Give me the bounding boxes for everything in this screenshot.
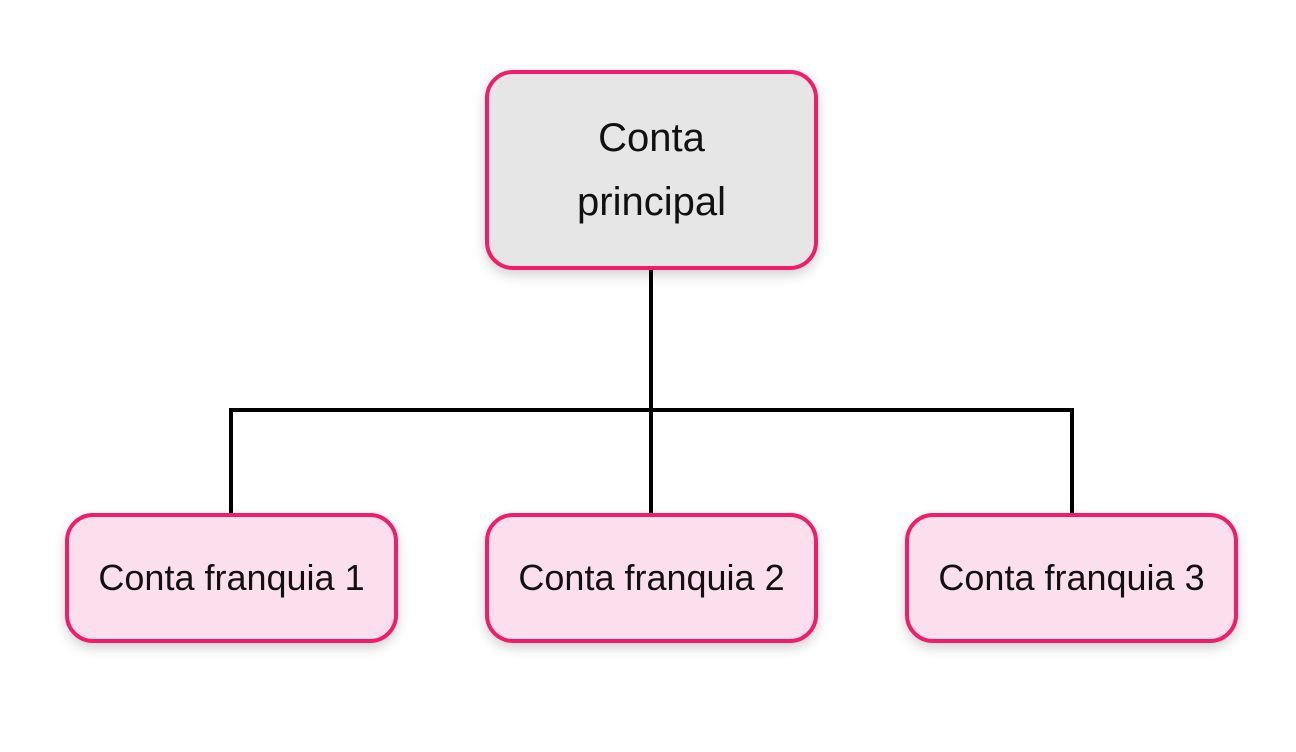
connector-root-to-branch: [649, 270, 653, 513]
root-node-label: Conta principal: [577, 116, 726, 224]
child-node-conta-franquia-1: Conta franquia 1: [65, 513, 398, 643]
child-node-conta-franquia-2: Conta franquia 2: [485, 513, 818, 643]
child-node-conta-franquia-3: Conta franquia 3: [905, 513, 1238, 643]
connector-branch-to-child-3: [1070, 408, 1074, 513]
root-node-conta-principal: Conta principal: [485, 70, 818, 270]
child-node-label: Conta franquia 2: [518, 557, 785, 599]
connector-branch-horizontal: [229, 408, 1074, 412]
child-node-label: Conta franquia 1: [98, 557, 365, 599]
child-node-label: Conta franquia 3: [938, 557, 1205, 599]
connector-branch-to-child-1: [229, 408, 233, 513]
